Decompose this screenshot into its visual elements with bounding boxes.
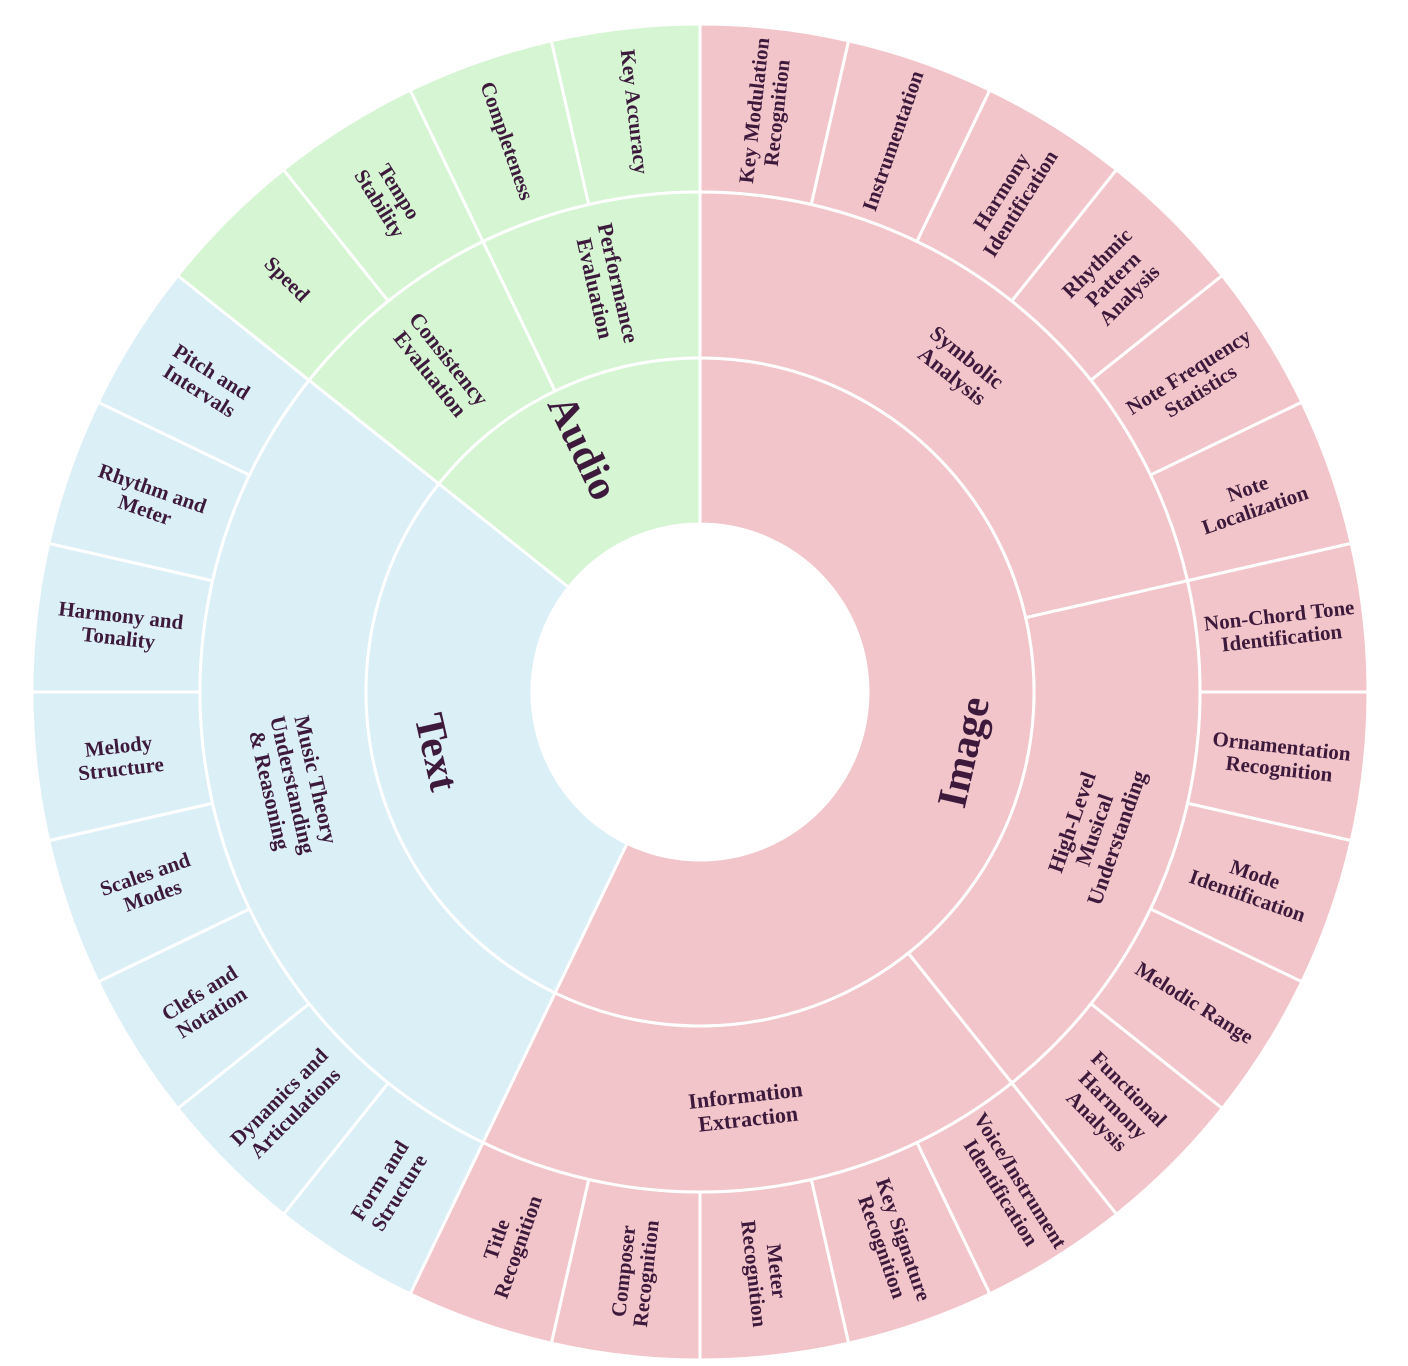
leaf-label-melody-structure: MelodyStructure	[74, 729, 165, 785]
category-segment-text	[364, 481, 630, 995]
category-segment-image	[553, 356, 1036, 1028]
category-segment-audio	[436, 356, 702, 590]
sunburst-segments	[30, 22, 1370, 1362]
leaf-label-functional-harmony-analysis: FunctionalHarmonyAnalysis	[1054, 1046, 1172, 1164]
